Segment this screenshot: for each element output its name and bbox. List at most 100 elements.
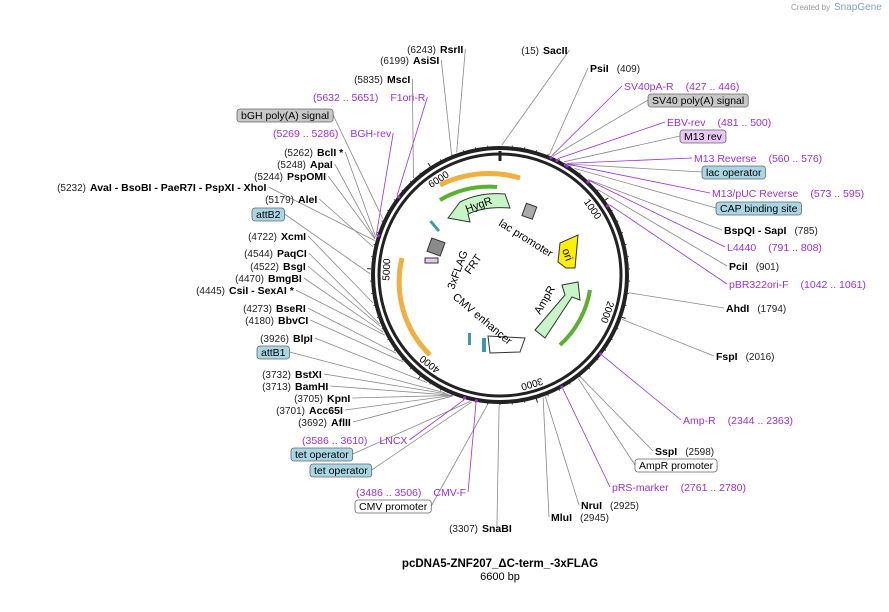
primer-marker (397, 195, 401, 199)
restriction-site: (2598) SspI (655, 446, 714, 458)
site-name: SnaBI (482, 523, 512, 535)
restriction-site: (785)BspQI - SapI (724, 225, 818, 237)
feature-box-label: CAP binding site (720, 203, 798, 215)
ring-tick (409, 180, 412, 182)
feature-box: attB2 (251, 207, 285, 222)
restriction-site: (2925)NruI (581, 500, 639, 512)
credit-text: Created by (791, 3, 830, 12)
restriction-site: (4470) BmgBI (235, 273, 302, 285)
site-name: MscI (387, 74, 410, 86)
primer-marker (565, 164, 569, 168)
feature-box-label: bGH poly(A) signal (241, 110, 329, 122)
site-position: (4180) (245, 316, 274, 327)
lac-promoter-box (521, 202, 538, 220)
feature-box-label: tet operator (314, 465, 368, 477)
feature-box-bg (251, 207, 285, 222)
ring-tick (597, 359, 599, 361)
feature-box-label: attB1 (261, 347, 286, 359)
leader-line (323, 373, 449, 395)
ring-tick (401, 189, 403, 191)
restriction-site: (3713)BamHI (262, 381, 328, 393)
leader-line (332, 114, 384, 219)
leader-line (622, 319, 715, 357)
backbone-inner (377, 152, 623, 398)
primer-name: F1ori-R (390, 92, 425, 104)
site-position: (5248) (277, 160, 306, 171)
snapgene-logo: SnapGene (834, 2, 882, 13)
restriction-site: (3307)SnaBI (449, 523, 512, 535)
leader-line (352, 395, 453, 423)
site-name: PsiI (590, 63, 609, 75)
primer-site: EBV-rev(481 .. 500) (667, 117, 771, 129)
leader-line (574, 168, 717, 209)
site-name: SspI (655, 446, 677, 458)
leader-line (563, 135, 681, 163)
site-position: (4544) (244, 249, 273, 260)
ori-arrow (557, 234, 579, 269)
site-name: BspQI - SapI (724, 225, 787, 237)
ring-tick (611, 209, 613, 211)
feature-box: AmpR promoter (634, 458, 718, 473)
primer-range: (1042 .. 1061) (801, 279, 866, 291)
leader-line (568, 163, 711, 194)
ring-tick (604, 349, 607, 351)
orf-arc-upper-green (438, 184, 498, 202)
site-position: (4470) (235, 274, 264, 285)
primer-site: CMV-F(3486 .. 3506) (356, 487, 466, 499)
primer-range: (573 .. 595) (810, 188, 864, 200)
site-name: BclI * (317, 147, 344, 159)
primer-name: BGH-rev (350, 128, 392, 140)
restriction-site: (6199)AsiSI (380, 55, 439, 67)
restriction-site: (2945)MluI (551, 512, 609, 524)
leader-line (496, 404, 500, 529)
primer-marker (606, 204, 610, 208)
attb1-mark (482, 338, 486, 352)
leader-line (334, 163, 376, 239)
primer-marker (474, 399, 478, 403)
site-name: PciI (729, 261, 748, 273)
site-name: AhdI (726, 303, 749, 315)
feature-box: SV40 poly(A) signal (647, 93, 749, 108)
restriction-site: (4445)CsiI - SexAI * (196, 285, 295, 297)
site-position: (4273) (243, 304, 272, 315)
ring-tick (611, 339, 613, 341)
primer-name: pBR322ori-F (729, 279, 789, 291)
site-name: FspI (716, 351, 738, 363)
site-name: RsrII (440, 44, 463, 56)
primer-range: (3586 .. 3610) (302, 435, 367, 447)
leader-line (330, 385, 451, 396)
site-name: BsgI (283, 261, 306, 273)
restriction-site: (4722)XcmI (248, 231, 306, 243)
feature-box-bg (715, 201, 802, 216)
feature-box-label: AmpR promoter (639, 460, 714, 472)
restriction-site: (3732)BstXI (262, 369, 322, 381)
primer-site: M13 Reverse(560 .. 576) (694, 153, 822, 165)
ring-tick (409, 368, 412, 370)
ori-label: ori (559, 247, 574, 263)
primer-site: SV40pA-R(427 .. 446) (624, 81, 739, 93)
site-position: (5262) (284, 148, 313, 159)
site-position: (3705) (294, 394, 323, 405)
primer-site: M13/pUC Reverse(573 .. 595) (712, 188, 864, 200)
feature-box: M13 rev (679, 129, 727, 144)
site-name: BmgBI (268, 273, 302, 285)
ring-tick (387, 339, 389, 341)
restriction-site: (5248)ApaI (277, 159, 333, 171)
leader-line (314, 337, 428, 383)
site-position: (4445) (196, 286, 225, 297)
primer-site: Amp-R(2344 .. 2363) (683, 415, 793, 427)
restriction-site: (5179)AleI (265, 194, 317, 206)
site-position: (2598) (685, 447, 714, 458)
restriction-site: (5244)PspOMI (254, 171, 326, 183)
leader-line (548, 67, 589, 155)
primer-name: EBV-rev (667, 117, 706, 129)
primer-range: (3486 .. 3506) (356, 487, 421, 499)
inner-features: HygR lac promoter ori AmpR CMV enhancer … (396, 171, 592, 357)
feature-box-bg (290, 447, 354, 462)
site-name: AvaI - BsoBI - PaeR7I - PspXI - XhoI (90, 182, 266, 194)
site-name: XcmI (281, 231, 306, 243)
site-name: PaqCI (277, 248, 307, 260)
feature-box-bg (701, 165, 766, 180)
primer-marker (599, 352, 603, 356)
